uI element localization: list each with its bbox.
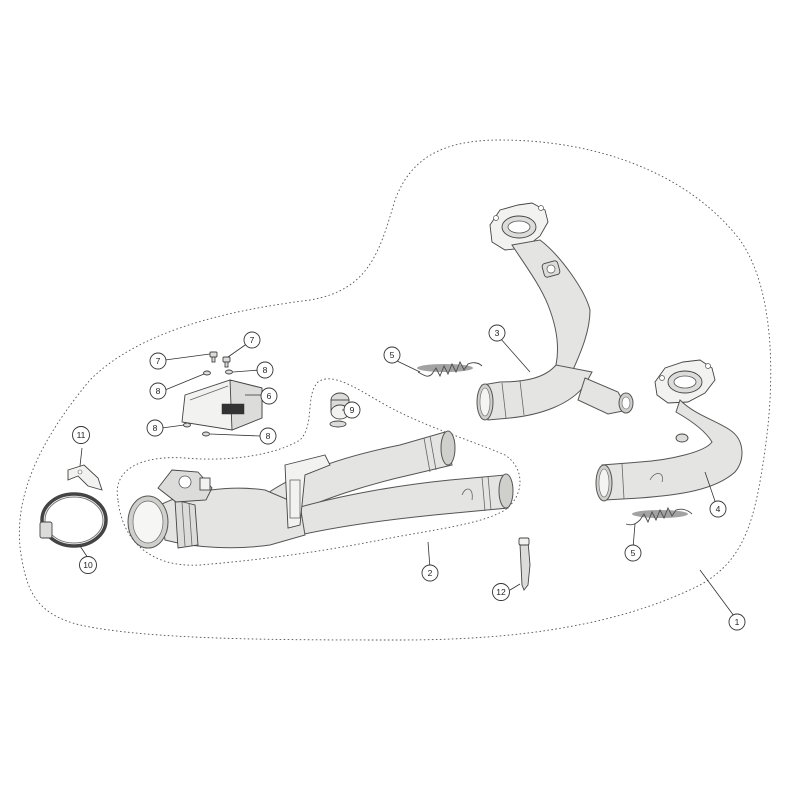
clamp-10 (39, 492, 108, 548)
leader-11 (79, 447, 83, 467)
callout-8b-label: 8 (263, 365, 268, 375)
callout-4-label: 4 (716, 504, 721, 514)
leader-12 (509, 583, 521, 591)
callout-4: 4 (709, 500, 727, 518)
bolt-7b (222, 356, 231, 368)
callout-12: 12 (492, 583, 510, 601)
callout-1-label: 1 (735, 617, 740, 627)
callout-10: 10 (79, 556, 97, 574)
washer-8d (202, 431, 210, 437)
leader-2 (427, 541, 431, 569)
callout-8a-label: 8 (156, 386, 161, 396)
leader-5b (632, 523, 636, 549)
callout-10-label: 10 (83, 560, 93, 570)
callout-8d: 8 (259, 427, 277, 445)
leader-1 (699, 569, 738, 621)
leader-7a (164, 353, 211, 361)
leader-3 (499, 337, 531, 373)
callout-8a: 8 (149, 382, 167, 400)
washer-8c (183, 422, 191, 428)
spring-5b (625, 506, 693, 526)
leader-10 (79, 545, 89, 559)
bolt-7a (209, 351, 218, 363)
callout-3-label: 3 (495, 328, 500, 338)
callout-9-label: 9 (350, 405, 355, 415)
callout-7b: 7 (243, 331, 261, 349)
leader-4 (704, 471, 717, 505)
leader-8b (232, 369, 261, 373)
callout-7b-label: 7 (250, 335, 255, 345)
callout-5b: 5 (624, 544, 642, 562)
washer-8b (225, 369, 233, 375)
callout-layer: 1 2 3 4 5 5 6 7 (72, 324, 746, 631)
callout-5a-label: 5 (390, 350, 395, 360)
callout-8c: 8 (146, 419, 164, 437)
heat-shield-6 (181, 379, 263, 431)
callout-5b-label: 5 (631, 548, 636, 558)
link-pipe-2 (127, 430, 514, 549)
callout-5a: 5 (383, 346, 401, 364)
spring-5a (417, 360, 483, 378)
washer-8a (203, 370, 211, 376)
leader-8c (161, 424, 185, 429)
bracket-11 (67, 464, 103, 491)
callout-11: 11 (72, 426, 90, 444)
callout-9: 9 (343, 401, 361, 419)
callout-6: 6 (260, 387, 278, 405)
leader-8d (209, 433, 261, 437)
leader-5a (394, 359, 421, 373)
callout-7a: 7 (149, 352, 167, 370)
leader-7b (227, 342, 249, 358)
callout-1: 1 (728, 613, 746, 631)
callout-3: 3 (488, 324, 506, 342)
callout-11-label: 11 (77, 430, 86, 440)
callout-8c-label: 8 (153, 423, 158, 433)
leader-8a (164, 373, 205, 391)
callout-12-label: 12 (496, 587, 506, 597)
header-pipe-3 (476, 202, 634, 421)
callout-6-label: 6 (267, 391, 272, 401)
sensor-plug-12 (518, 537, 531, 591)
callout-2-label: 2 (428, 568, 433, 578)
callout-8b: 8 (256, 361, 274, 379)
callout-7a-label: 7 (156, 356, 161, 366)
callout-2: 2 (421, 564, 439, 582)
header-pipe-4 (595, 359, 743, 502)
callout-8d-label: 8 (266, 431, 271, 441)
